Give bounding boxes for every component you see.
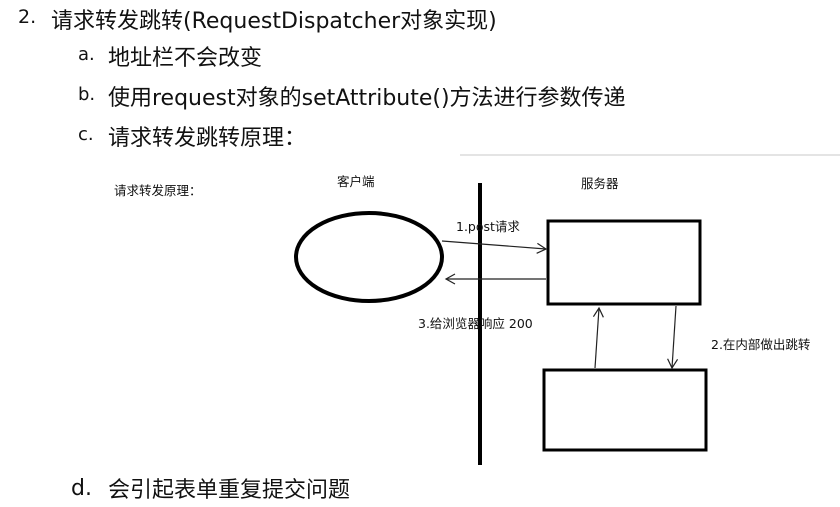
step2-label: 2.在内部做出跳转 xyxy=(711,337,811,352)
item-c-text: 请求转发跳转原理： xyxy=(108,126,307,151)
heading-number: 2. xyxy=(18,6,37,28)
item-d-marker: d. xyxy=(71,476,92,501)
item-a-marker: a. xyxy=(78,44,95,65)
item-b-text: 使用request对象的setAttribute()方法进行参数传递 xyxy=(108,86,626,111)
item-d-text: 会引起表单重复提交问题 xyxy=(108,478,351,503)
item-c-marker: c. xyxy=(78,124,94,145)
client-label: 客户端 xyxy=(337,174,375,189)
server-box-bottom xyxy=(542,368,708,452)
step3-label: 3.给浏览器响应 200 xyxy=(418,316,533,331)
server-box-top xyxy=(546,219,702,306)
diagram-title: 请求转发原理： xyxy=(114,183,202,198)
forward-arrow-down xyxy=(667,305,679,370)
request-arrow xyxy=(441,240,548,254)
step1-label: 1.post请求 xyxy=(456,219,520,234)
heading-text: 请求转发跳转(RequestDispatcher对象实现) xyxy=(51,9,497,34)
forward-arrow-up xyxy=(592,306,604,369)
server-label: 服务器 xyxy=(581,176,619,191)
item-a-text: 地址栏不会改变 xyxy=(108,46,263,71)
client-ellipse xyxy=(294,211,444,303)
item-b-marker: b. xyxy=(78,84,96,105)
